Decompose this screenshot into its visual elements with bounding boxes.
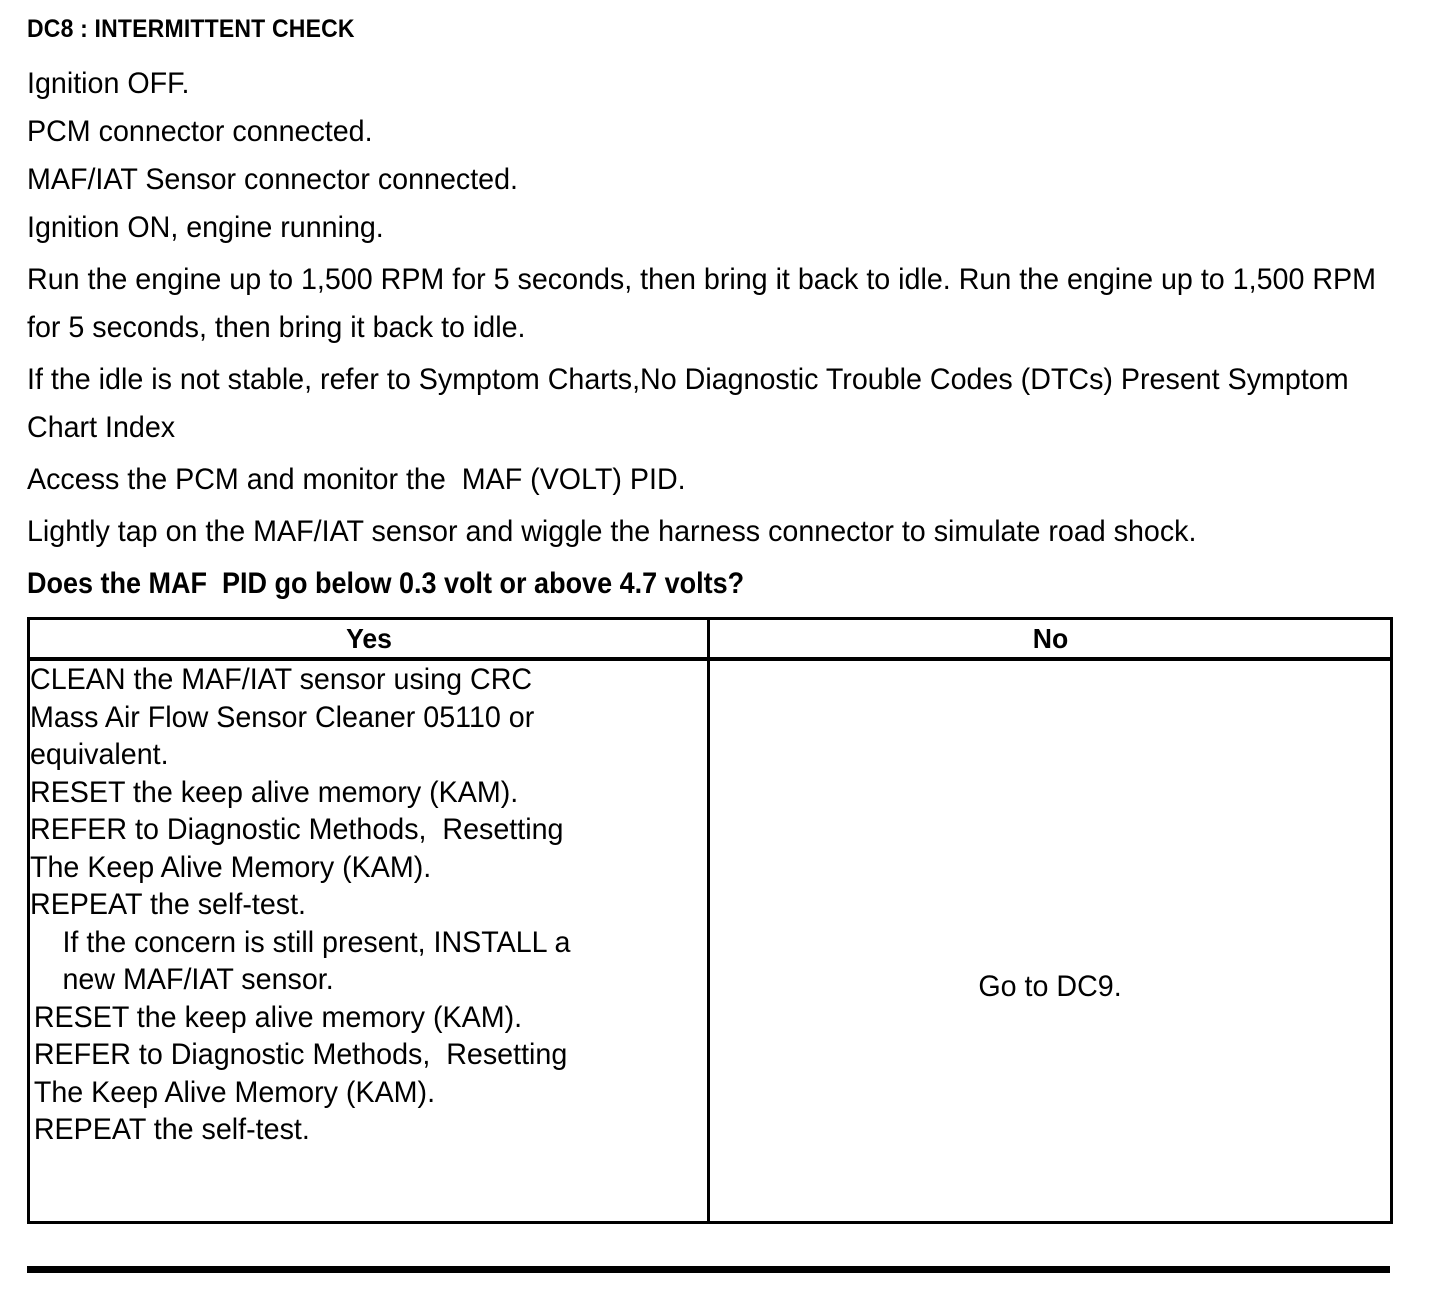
table-header-row: Yes No bbox=[29, 617, 1392, 661]
no-action-text: Go to DC9. bbox=[978, 970, 1122, 1003]
action-line: new MAF/IAT sensor. bbox=[62, 963, 334, 996]
action-line: REPEAT the self-test. bbox=[33, 1113, 310, 1146]
action-line: The Keep Alive Memory (KAM). bbox=[30, 850, 432, 884]
action-line: REFER to Diagnostic Methods, Resetting bbox=[30, 813, 564, 846]
procedure-step: MAF/IAT Sensor connector connected. bbox=[27, 163, 519, 196]
action-line: The Keep Alive Memory (KAM). bbox=[33, 1075, 436, 1109]
procedure-steps: Ignition OFF. PCM connector connected. M… bbox=[27, 60, 1397, 608]
procedure-step: Access the PCM and monitor the MAF (VOLT… bbox=[27, 463, 686, 496]
page-title: DC8 : INTERMITTENT CHECK bbox=[27, 15, 355, 43]
column-header-no: No bbox=[724, 617, 1376, 661]
action-line: Mass Air Flow Sensor Cleaner 05110 or bbox=[30, 700, 535, 734]
procedure-step: Ignition ON, engine running. bbox=[27, 211, 384, 244]
action-line: equivalent. bbox=[30, 738, 169, 771]
procedure-step: If the idle is not stable, refer to Symp… bbox=[27, 363, 1349, 444]
procedure-step: PCM connector connected. bbox=[27, 115, 373, 148]
action-line: RESET the keep alive memory (KAM). bbox=[30, 775, 519, 809]
footer-divider bbox=[27, 1266, 1390, 1273]
procedure-step: Run the engine up to 1,500 RPM for 5 sec… bbox=[27, 263, 1377, 344]
procedure-step: Lightly tap on the MAF/IAT sensor and wi… bbox=[27, 515, 1197, 548]
decision-table: Yes No CLEAN the MAF/IAT sensor using CR… bbox=[27, 617, 1393, 1224]
action-line: If the concern is still present, INSTALL… bbox=[62, 925, 571, 959]
procedure-step: Ignition OFF. bbox=[27, 67, 190, 100]
action-line: REPEAT the self-test. bbox=[30, 888, 306, 921]
yes-actions-cell: CLEAN the MAF/IAT sensor using CRC Mass … bbox=[27, 657, 710, 1224]
table-row: CLEAN the MAF/IAT sensor using CRC Mass … bbox=[27, 657, 1393, 1224]
action-line: RESET the keep alive memory (KAM). bbox=[33, 1000, 523, 1034]
column-header-yes: Yes bbox=[44, 617, 693, 661]
decision-question: Does the MAF PID go below 0.3 volt or ab… bbox=[27, 567, 745, 600]
action-line: CLEAN the MAF/IAT sensor using CRC bbox=[30, 663, 533, 696]
no-action-cell: Go to DC9. bbox=[707, 657, 1393, 1224]
action-line: REFER to Diagnostic Methods, Resetting bbox=[33, 1038, 568, 1071]
